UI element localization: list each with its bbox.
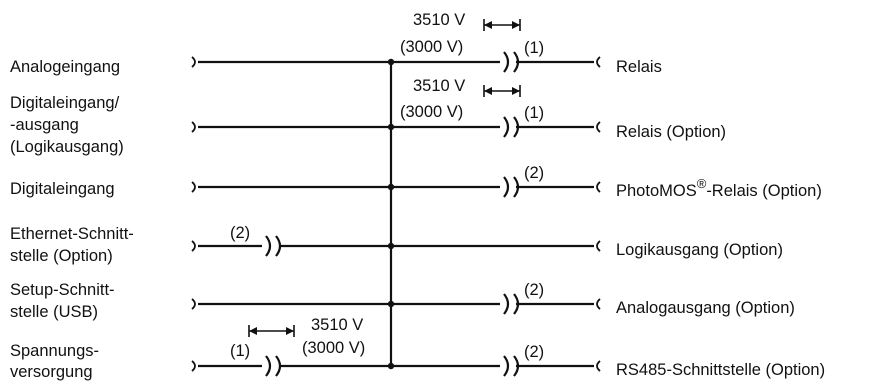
- right-label-photomos-sup: ®: [697, 176, 707, 191]
- left-label-analog-in: Analogeingang: [10, 58, 120, 76]
- junction-node-analog-in: [387, 58, 395, 66]
- left-label-digital-io-line3: (Logikausgang): [10, 138, 124, 156]
- right-label-photomos-main: PhotoMOS: [616, 182, 697, 200]
- left-terminal-analog-in: [191, 56, 196, 68]
- gap-number-rs485: (2): [524, 343, 544, 361]
- gap-number-ethernet: (2): [230, 224, 250, 242]
- right-label-photomos-rest: -Relais (Option): [706, 182, 822, 200]
- right-terminal-analogausgang: [596, 298, 601, 310]
- voltage-label-relais: 3510 V: [413, 11, 465, 29]
- left-terminal-digital-in: [191, 181, 196, 193]
- right-terminal-relais-option: [596, 121, 601, 133]
- isolation-gap-photomos: [503, 176, 520, 198]
- left-terminal-digital-io: [191, 121, 196, 133]
- junction-node-power: [387, 362, 395, 370]
- right-terminal-photomos: [596, 181, 601, 193]
- right-label-relais: Relais: [616, 58, 662, 76]
- left-label-digital-io-line1: Digitaleingang/: [10, 94, 120, 112]
- right-label-logikausgang: Logikausgang (Option): [616, 241, 783, 259]
- gap-number-power: (1): [230, 342, 250, 360]
- left-label-digital-in: Digitaleingang: [10, 180, 115, 198]
- arrow-head-left-power: [249, 327, 257, 335]
- right-label-relais-option: Relais (Option): [616, 123, 726, 141]
- voltage-label-power-alt: (3000 V): [302, 339, 365, 357]
- voltage-label-relais-option-alt: (3000 V): [400, 103, 463, 121]
- isolation-gap-relais: [503, 51, 520, 73]
- right-label-rs485: RS485-Schnittstelle (Option): [616, 361, 825, 379]
- arrow-head-right-power: [286, 327, 294, 335]
- junction-node-digital-io: [387, 123, 395, 131]
- left-label-setup-line2: stelle (USB): [10, 303, 98, 321]
- right-terminal-rs485: [596, 360, 601, 372]
- left-label-power-line1: Spannungs-: [10, 342, 99, 360]
- junction-node-ethernet: [387, 242, 395, 250]
- left-label-ethernet-line1: Ethernet-Schnitt-: [10, 225, 134, 243]
- junction-node-digital-in: [387, 183, 395, 191]
- isolation-gap-rs485: [503, 355, 520, 377]
- arrow-head-left-relais: [484, 21, 492, 29]
- gap-number-relais: (1): [524, 39, 544, 57]
- isolation-gap-analogausgang: [503, 293, 520, 315]
- left-label-setup-line1: Setup-Schnitt-: [10, 281, 115, 299]
- isolation-gap-ethernet: [265, 235, 282, 257]
- gap-number-analogausgang: (2): [524, 281, 544, 299]
- gap-number-photomos: (2): [524, 164, 544, 182]
- arrow-head-right-relais: [512, 21, 520, 29]
- junction-node-setup: [387, 300, 395, 308]
- left-terminal-setup: [191, 298, 196, 310]
- right-terminal-logikausgang: [596, 240, 601, 252]
- right-label-photomos: PhotoMOS®-Relais (Option): [616, 176, 822, 200]
- left-label-ethernet-line2: stelle (Option): [10, 247, 113, 265]
- left-label-power-line2: versorgung: [10, 363, 93, 381]
- left-terminal-ethernet: [191, 240, 196, 252]
- voltage-label-relais-option: 3510 V: [413, 77, 465, 95]
- voltage-label-power: 3510 V: [311, 316, 363, 334]
- right-label-analogausgang: Analogausgang (Option): [616, 299, 795, 317]
- isolation-gap-power: [265, 355, 282, 377]
- right-terminal-relais: [596, 56, 601, 68]
- left-label-digital-io-line2: -ausgang: [10, 116, 79, 134]
- left-terminal-power: [191, 360, 196, 372]
- arrow-head-right-relais-option: [512, 87, 520, 95]
- isolation-gap-relais-option: [503, 116, 520, 138]
- voltage-label-relais-alt: (3000 V): [400, 38, 463, 56]
- gap-number-relais-option: (1): [524, 104, 544, 122]
- arrow-head-left-relais-option: [484, 87, 492, 95]
